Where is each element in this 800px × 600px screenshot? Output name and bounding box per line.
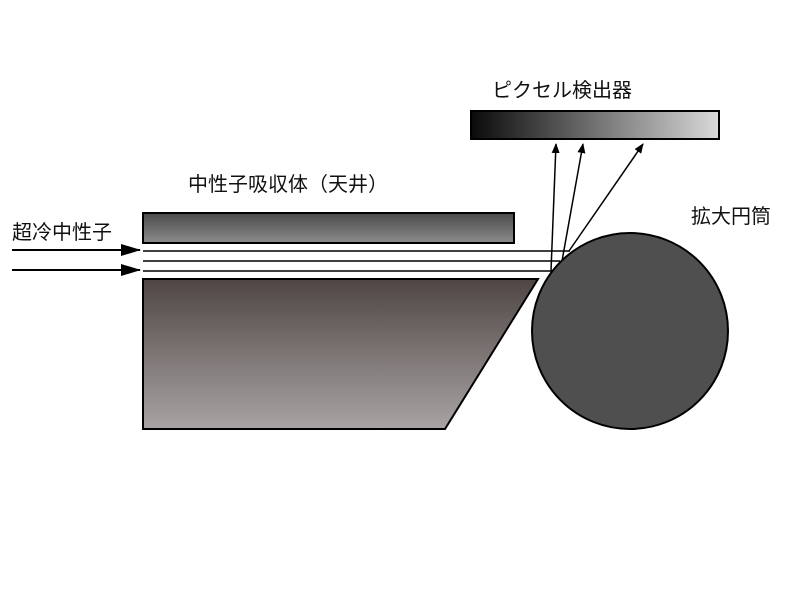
- absorber-label: 中性子吸収体（天井）: [188, 172, 388, 196]
- pixel-detector: [470, 110, 720, 140]
- reflected-beam-3: [568, 143, 644, 252]
- cylinder-label: 拡大円筒: [691, 204, 771, 228]
- guide-block: [142, 278, 540, 430]
- magnifying-cylinder: [531, 232, 729, 430]
- reflected-beam-1: [550, 143, 560, 272]
- detector-label: ピクセル検出器: [492, 78, 632, 102]
- reflected-beam-2: [561, 143, 586, 262]
- neutron-absorber: [142, 212, 515, 244]
- incoming-neutrons-label: 超冷中性子: [12, 220, 112, 244]
